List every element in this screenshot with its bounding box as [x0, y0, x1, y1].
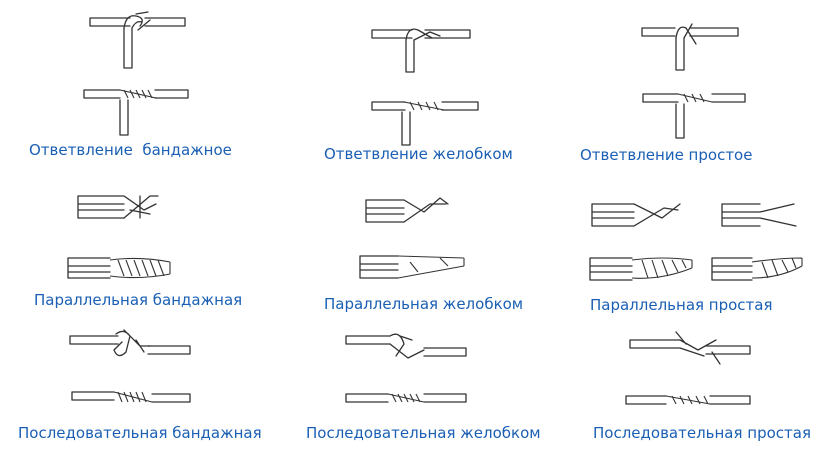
caption-parallel-bandage: Параллельная бандажная — [34, 291, 243, 309]
caption-parallel-groove: Параллельная желобком — [324, 295, 524, 313]
parallel-simple-drawing — [589, 203, 803, 281]
branch-groove-drawing — [371, 28, 479, 146]
serial-simple-drawing — [625, 331, 751, 405]
branch-bandage-drawing — [83, 11, 189, 136]
serial-groove-drawing — [345, 333, 467, 403]
parallel-groove-drawing — [359, 197, 465, 279]
caption-parallel-simple: Параллельная простая — [590, 296, 773, 314]
caption-serial-simple: Последовательная простая — [593, 424, 811, 442]
serial-bandage-drawing — [69, 329, 191, 403]
caption-branch-simple: Ответвление простое — [580, 146, 753, 164]
caption-branch-bandage: Ответвление бандажное — [29, 141, 232, 159]
branch-simple-drawing — [641, 23, 746, 139]
caption-serial-groove: Последовательная желобком — [306, 424, 541, 442]
caption-branch-groove: Ответвление желобком — [324, 145, 513, 163]
caption-serial-bandage: Последовательная бандажная — [18, 424, 262, 442]
parallel-bandage-drawing — [67, 195, 171, 279]
